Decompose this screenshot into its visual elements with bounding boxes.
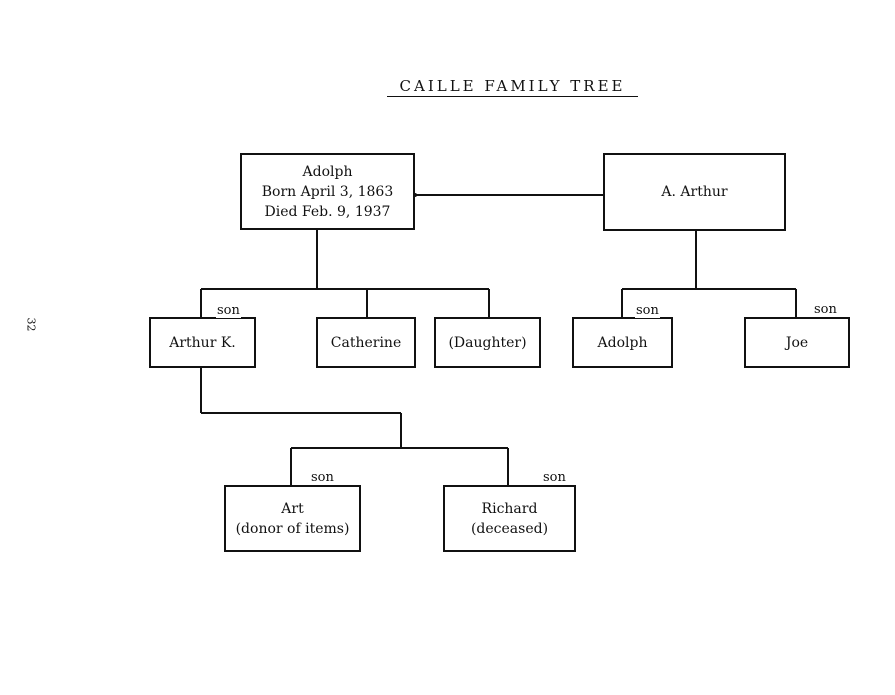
person-name: Richard	[481, 500, 538, 517]
person-art: Art (donor of items)	[224, 485, 361, 552]
person-name: A. Arthur	[661, 184, 728, 200]
person-name: (Daughter)	[448, 334, 527, 351]
relation-label-joe: son	[813, 302, 838, 317]
person-catherine: Catherine	[316, 317, 416, 368]
person-note: (donor of items)	[235, 520, 350, 537]
person-note: (deceased)	[470, 520, 549, 537]
relation-label-art: son	[310, 470, 335, 485]
person-daughter: (Daughter)	[434, 317, 541, 368]
person-adolph-sr: Adolph Born April 3, 1863 Died Feb. 9, 1…	[240, 153, 415, 230]
person-died: Died Feb. 9, 1937	[264, 203, 391, 220]
page-number: 32	[24, 317, 38, 332]
person-born: Born April 3, 1863	[261, 183, 394, 200]
person-name: Arthur K.	[169, 334, 236, 351]
relation-label-adolph-jr: son	[635, 303, 660, 318]
person-a-arthur: A. Arthur	[603, 153, 786, 231]
relation-label-richard: son	[542, 470, 567, 485]
person-richard: Richard (deceased)	[443, 485, 576, 552]
person-name: Catherine	[330, 334, 402, 351]
person-name: Art	[281, 500, 304, 517]
person-name: Joe	[785, 334, 809, 351]
relation-label-arthur-k: son	[216, 303, 241, 318]
person-name: Adolph	[302, 163, 353, 180]
person-name: Adolph	[597, 334, 648, 351]
person-adolph-jr: Adolph	[572, 317, 673, 368]
diagram-title: CAILLE FAMILY TREE	[387, 77, 638, 97]
person-arthur-k: Arthur K.	[149, 317, 256, 368]
person-joe: Joe	[744, 317, 850, 368]
